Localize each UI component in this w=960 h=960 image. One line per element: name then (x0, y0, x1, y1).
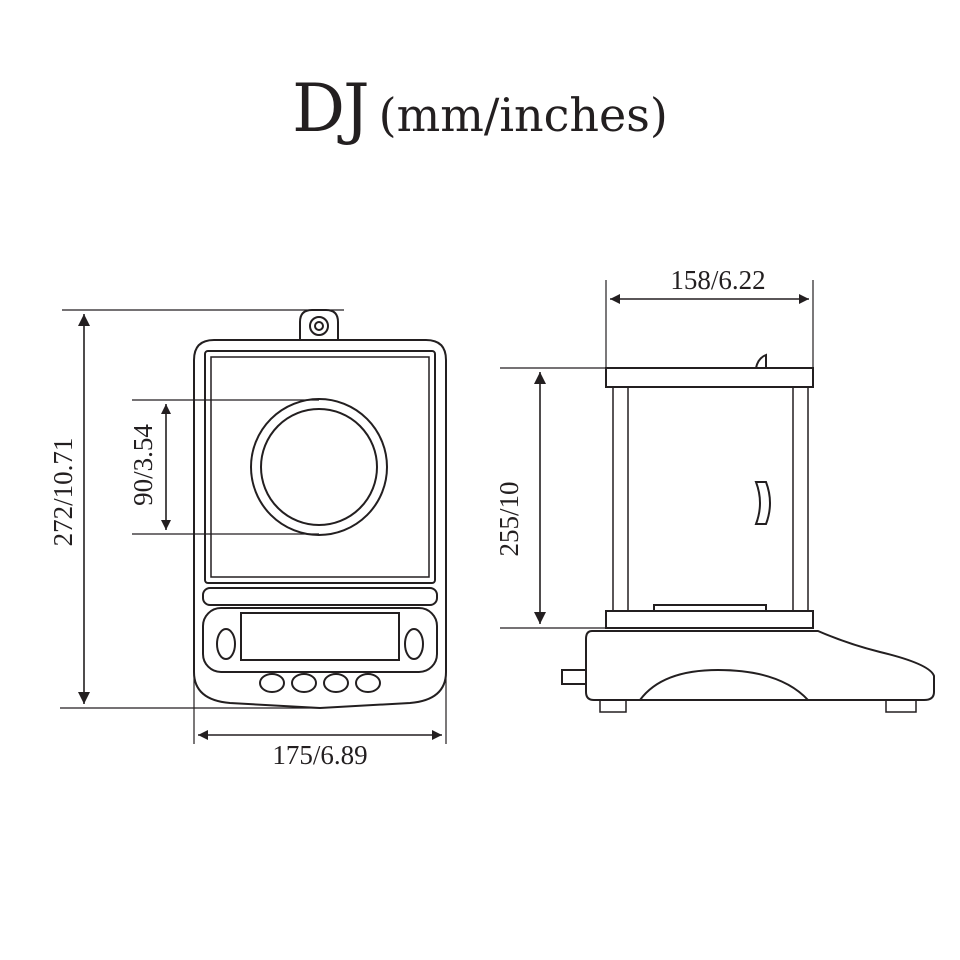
base-arch (639, 668, 809, 701)
rear-connector (561, 669, 587, 685)
side-bottom-sill (605, 610, 814, 629)
front-width-label: 175/6.89 (272, 740, 367, 770)
pan-diameter-label: 90/3.54 (128, 424, 158, 506)
display-window (240, 612, 400, 661)
front-window-outer (204, 350, 436, 584)
weighing-pan-outer (250, 398, 388, 536)
side-base (585, 630, 935, 701)
right-post (792, 386, 809, 612)
key-1 (259, 673, 285, 693)
front-ledge (202, 587, 438, 606)
side-width-label: 158/6.22 (670, 265, 765, 295)
top-fin (755, 353, 767, 369)
rear-foot (599, 699, 627, 713)
key-4 (355, 673, 381, 693)
side-top-cover (605, 367, 814, 388)
front-foot (885, 699, 917, 713)
side-pan (653, 604, 767, 611)
hook-icon (299, 309, 339, 340)
front-dimensions (60, 309, 447, 744)
control-panel (202, 607, 438, 673)
units-label: (mm/inches) (378, 88, 668, 142)
left-indicator (216, 628, 236, 660)
front-window-inner (210, 356, 430, 578)
right-indicator (404, 628, 424, 660)
side-height-label: 255/10 (494, 481, 524, 556)
weighing-pan-inner (260, 408, 378, 526)
key-3 (323, 673, 349, 693)
front-height-label: 272/10.71 (48, 438, 78, 547)
model-name: DJ (292, 70, 369, 147)
front-view (193, 309, 447, 710)
side-view (561, 353, 935, 713)
left-post (612, 386, 629, 612)
door-handle (754, 481, 771, 525)
drawing-title: DJ (mm/inches) (0, 70, 960, 147)
side-dimensions (500, 280, 814, 629)
key-2 (291, 673, 317, 693)
